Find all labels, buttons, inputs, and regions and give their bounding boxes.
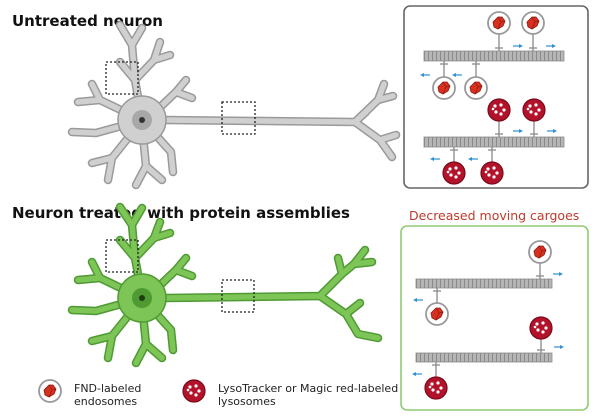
- decreased-cargo-label: Decreased moving cargoes: [409, 208, 580, 223]
- legend-lysosome-line2: lysosomes: [218, 395, 276, 408]
- legend-endosome-line2: endosomes: [74, 395, 138, 408]
- treated-nucleolus: [139, 295, 145, 301]
- untreated-nucleolus: [139, 117, 145, 123]
- legend-endosome-icon: [38, 379, 62, 403]
- treated-neuron-title: Neuron treated with protein assemblies: [12, 204, 350, 222]
- lysosome: [487, 98, 511, 122]
- treated-axon-zoom-box: [221, 279, 255, 313]
- endosome: [425, 302, 449, 326]
- legend-lysosome-label: LysoTracker or Magic red-labeled lysosom…: [218, 382, 398, 408]
- microtubule: [415, 278, 553, 289]
- treated-transport-panel: [400, 225, 589, 411]
- treated-dendrite-zoom-box: [105, 239, 139, 273]
- legend-lysosome-icon: [182, 379, 206, 403]
- lysosome: [424, 376, 448, 400]
- legend-endosome-line1: FND-labeled: [74, 382, 142, 395]
- microtubule: [415, 352, 553, 363]
- lysosome: [529, 316, 553, 340]
- endosome: [432, 76, 456, 100]
- untreated-dendrite-zoom-box: [105, 61, 139, 95]
- endosome: [464, 76, 488, 100]
- legend-lysosome-line1: LysoTracker or Magic red-labeled: [218, 382, 399, 395]
- microtubule: [423, 50, 565, 62]
- treated-neuron: [67, 202, 383, 368]
- lysosome: [442, 161, 466, 185]
- endosome: [528, 240, 552, 264]
- untreated-transport-panel: [403, 5, 589, 189]
- endosome: [487, 11, 511, 35]
- microtubule: [423, 136, 565, 148]
- legend-endosome-label: FND-labeled endosomes: [74, 382, 141, 408]
- untreated-neuron: [67, 20, 401, 190]
- lysosome: [480, 161, 504, 185]
- lysosome: [522, 98, 546, 122]
- untreated-axon-zoom-box: [221, 101, 256, 135]
- endosome: [521, 11, 545, 35]
